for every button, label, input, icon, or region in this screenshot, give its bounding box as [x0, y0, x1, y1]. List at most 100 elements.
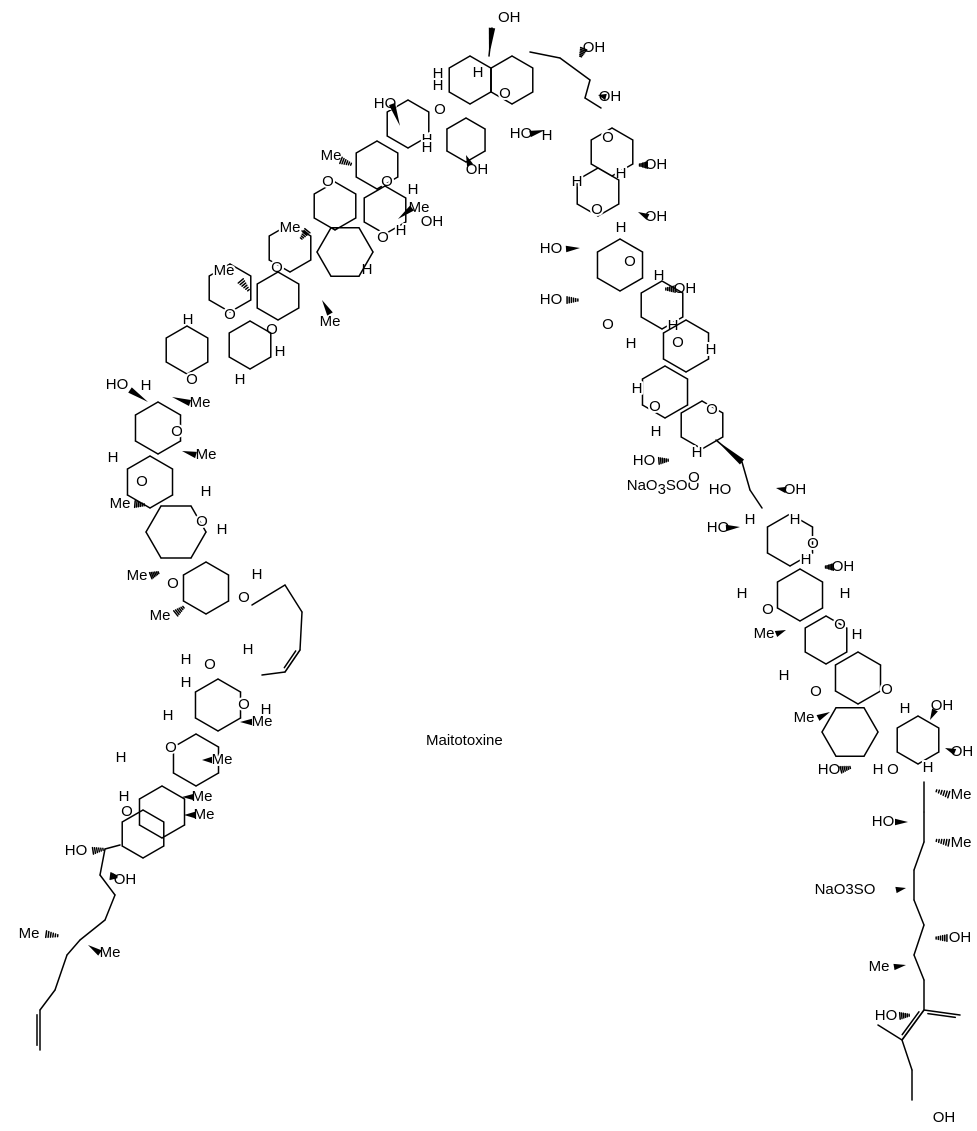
atom-label: H — [408, 181, 419, 198]
bond — [490, 55, 513, 69]
atom-label: H — [433, 77, 444, 94]
bond — [217, 678, 242, 693]
atom-label: Me — [951, 786, 972, 803]
atom-label: H — [235, 371, 246, 388]
wedge-bond — [398, 205, 414, 219]
bond — [857, 651, 882, 666]
bond — [680, 400, 703, 414]
atom-label: H — [706, 341, 717, 358]
bond — [289, 259, 312, 273]
bond — [407, 135, 430, 149]
bond — [896, 715, 919, 729]
bond — [596, 238, 621, 253]
atom-label: HO — [707, 519, 730, 536]
hash-bond-stroke — [579, 50, 586, 54]
atom-label: O — [196, 513, 208, 530]
bond — [490, 91, 513, 105]
bond — [664, 365, 689, 380]
atom-label: HO — [875, 1007, 898, 1024]
atom-label: H — [181, 674, 192, 691]
atom-label: H — [668, 317, 679, 334]
atom-label: H — [840, 585, 851, 602]
bond — [268, 223, 291, 237]
atom-label: H — [396, 222, 407, 239]
hash-bond-stroke — [152, 571, 156, 578]
hash-bond-stroke — [339, 156, 343, 165]
atom-label: OH — [114, 871, 137, 888]
bond — [766, 552, 791, 567]
bond — [619, 277, 644, 292]
bond — [172, 772, 197, 787]
bond — [190, 531, 207, 559]
atom-label: Me — [321, 147, 342, 164]
atom-label: H — [542, 127, 553, 144]
bond — [182, 561, 207, 576]
atom-label: HO — [872, 813, 895, 830]
atom-label: O — [602, 316, 614, 333]
bond — [511, 91, 534, 105]
atom-label: H — [616, 219, 627, 236]
bond — [172, 733, 197, 748]
hash-bond-stroke — [178, 607, 183, 612]
atom-label: Me — [196, 446, 217, 463]
bond — [283, 650, 297, 669]
atom-label: OH — [951, 743, 974, 760]
compound-name-caption: Maitotoxine — [426, 732, 503, 749]
atom-label: Me — [280, 219, 301, 236]
atom-label: OH — [421, 213, 444, 230]
wedge-bond — [322, 300, 333, 316]
atom-label: H — [632, 380, 643, 397]
bond — [261, 671, 286, 676]
bond — [363, 221, 386, 235]
bond — [134, 401, 159, 416]
bond — [662, 358, 687, 373]
bond — [917, 715, 940, 729]
bond — [821, 707, 837, 733]
hash-bond-stroke — [947, 838, 951, 847]
wedge-bond — [388, 102, 400, 126]
hash-bond-stroke — [237, 278, 245, 284]
bond — [190, 505, 207, 533]
bond — [469, 91, 492, 105]
bond — [901, 1011, 920, 1036]
wedge-bond — [565, 245, 580, 253]
wedge-bond — [184, 811, 195, 819]
bond — [145, 505, 162, 533]
hash-bond-stroke — [97, 847, 101, 853]
atom-label: H — [433, 65, 444, 82]
bond — [576, 167, 599, 181]
atom-label: O — [807, 535, 819, 552]
atom-label: H — [626, 335, 637, 352]
bond — [662, 319, 687, 334]
atom-label: O — [377, 229, 389, 246]
hash-bond-stroke — [341, 157, 345, 165]
bond — [249, 356, 272, 370]
hash-bond-stroke — [246, 288, 250, 292]
atom-label: O — [591, 201, 603, 218]
atom-label: H — [275, 343, 286, 360]
bond — [488, 27, 493, 57]
atom-label: H — [651, 423, 662, 440]
atom-label: H — [362, 261, 373, 278]
atom-label: H — [217, 521, 228, 538]
wedge-bond — [240, 718, 252, 726]
bond — [316, 227, 332, 253]
bond — [182, 600, 207, 615]
wedge-bond — [774, 630, 786, 637]
hash-bond-stroke — [343, 158, 347, 165]
atom-label: Me — [194, 806, 215, 823]
atom-label: H — [163, 707, 174, 724]
bond — [701, 436, 724, 450]
bond — [901, 1009, 925, 1041]
sodium-sulfate-label: NaO3SO — [815, 881, 876, 898]
hash-bond-stroke — [935, 789, 938, 793]
bond — [597, 167, 620, 181]
atom-label: O — [499, 85, 511, 102]
wedge-bond — [88, 945, 102, 956]
atom-label: H — [422, 131, 433, 148]
hash-bond-stroke — [300, 235, 305, 239]
bond — [446, 150, 467, 163]
atom-label: Me — [754, 625, 775, 642]
wedge-bond — [776, 486, 787, 494]
bond — [104, 894, 116, 921]
